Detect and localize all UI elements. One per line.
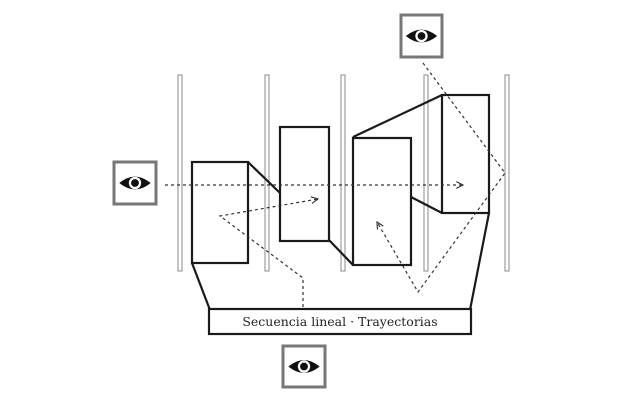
trajectory-top — [377, 62, 506, 294]
funnel-right — [468, 212, 491, 311]
caption-frame — [207, 307, 473, 336]
post-1 — [177, 74, 183, 272]
trajectory-bottom — [218, 199, 318, 307]
post-5 — [504, 74, 510, 272]
caption-text: Secuencia lineal · Trayectorias — [242, 314, 437, 329]
eye-box-left — [112, 160, 158, 206]
caption-box: Secuencia lineal · Trayectorias — [207, 307, 473, 336]
caption-funnel — [190, 212, 491, 311]
volume-2 — [278, 125, 331, 243]
post-2 — [264, 74, 270, 272]
funnel-left — [190, 262, 212, 311]
eye-box-bottom — [281, 344, 327, 389]
trajectories — [165, 62, 506, 307]
vertical-posts — [177, 74, 510, 272]
volume-3 — [351, 136, 413, 267]
connector-2-3 — [328, 239, 354, 266]
connector-1-2 — [247, 161, 281, 194]
post-3 — [340, 74, 346, 272]
post-4 — [423, 74, 429, 272]
eye-box-top — [399, 13, 444, 59]
volume-4 — [440, 93, 491, 215]
volumes — [190, 93, 491, 267]
connector-3-4-top — [352, 94, 443, 138]
connector-3-4-bottom — [410, 196, 443, 214]
